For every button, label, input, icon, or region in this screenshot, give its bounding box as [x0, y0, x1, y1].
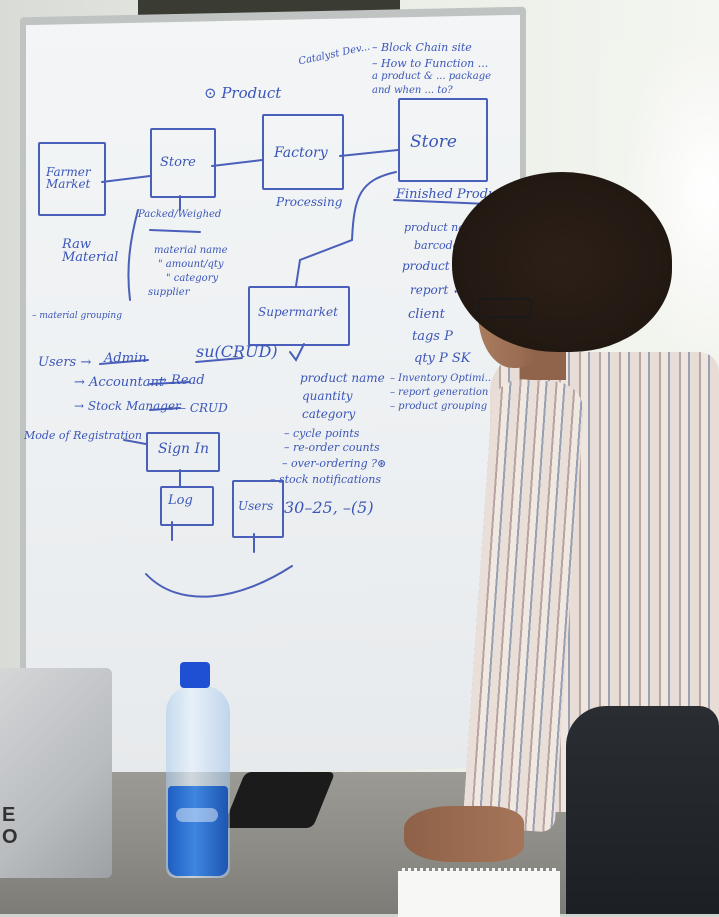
box-small-1 — [160, 486, 214, 526]
admin-label: Admin — [104, 351, 147, 366]
top-note-3: a product & ... package — [372, 71, 492, 82]
stock-manager-right: – CRUD — [180, 401, 228, 415]
admin-right: su(CRUD) — [196, 342, 278, 361]
top-note-1: – Block Chain site — [372, 41, 472, 54]
bottle-water — [168, 786, 228, 876]
label-store-2: Store — [410, 132, 457, 152]
product-field-2: quantity — [302, 389, 353, 403]
small-box-1-label: Log — [168, 493, 193, 508]
finished-1: product name — [404, 221, 482, 234]
product-bullet-4: – stock notifications — [270, 473, 381, 486]
dark-jacket — [566, 706, 719, 914]
accountant-label: → Accountant — [74, 375, 165, 390]
notebook — [398, 868, 560, 917]
finished-product: Finished Product — [396, 187, 509, 202]
box-supermarket — [248, 286, 350, 346]
box-small-2 — [232, 480, 284, 538]
product-field-3: category — [302, 407, 356, 421]
label-supermarket: Supermarket — [258, 305, 338, 319]
laptop-mark: E O — [2, 804, 18, 848]
right-bullet-2: – report generation — [390, 387, 489, 398]
glasses-icon — [478, 298, 532, 318]
label-packed: Packed/Weighed — [138, 209, 222, 220]
users-label: Users → — [38, 355, 92, 370]
label-factory: Factory — [274, 145, 328, 161]
small-box-2-label: Users — [238, 499, 274, 513]
box-store-1 — [150, 128, 216, 198]
material-grouping: – material grouping — [32, 311, 122, 321]
label-store-1: Store — [160, 155, 196, 170]
right-bullet-1: – Inventory Optimi... — [390, 373, 495, 384]
laptop — [0, 668, 112, 878]
box-farmer-market — [38, 142, 106, 216]
finished-5: client — [408, 307, 445, 322]
label-farmer-market: Farmer Market — [46, 165, 91, 191]
mode-of-registration: Mode of Registration — [24, 429, 143, 442]
finished-2: barcode — [414, 239, 460, 252]
accountant-right: → Read — [156, 373, 205, 388]
raw-material: Raw Material — [62, 237, 119, 265]
raw-note-3: " category — [166, 273, 219, 284]
finished-7: qty P SK — [414, 351, 471, 366]
finished-4: report ✓ — [410, 283, 463, 297]
bottle-label-icon — [176, 808, 218, 822]
range-note: 30–25, –(5) — [284, 498, 374, 517]
product-bullet-1: – cycle points — [284, 427, 360, 440]
raw-note-2: " amount/qty — [158, 259, 224, 270]
product-bullet-2: – re-order counts — [284, 441, 380, 454]
raw-note-4: supplier — [148, 287, 190, 298]
bottle-cap — [180, 662, 210, 688]
product-bullet-3: – over-ordering ?⊛ — [282, 457, 387, 470]
label-processing: Processing — [276, 195, 343, 209]
top-note-4: and when ... to? — [372, 85, 453, 96]
right-bullet-3: – product grouping — [390, 401, 488, 412]
product-field-1: product name — [300, 371, 385, 385]
person-hair — [452, 172, 672, 352]
stock-manager-label: → Stock Manager — [74, 399, 181, 413]
sign-in-label: Sign In — [158, 441, 210, 457]
finished-6: tags P — [412, 329, 453, 344]
box-store-2 — [398, 98, 488, 182]
top-note-2: – How to Function ... — [372, 57, 489, 70]
board-title: ⊙ Product — [204, 84, 282, 102]
box-sign-in — [146, 432, 220, 472]
raw-note-1: material name — [154, 245, 228, 256]
person-hand — [404, 806, 524, 862]
box-factory — [262, 114, 344, 190]
